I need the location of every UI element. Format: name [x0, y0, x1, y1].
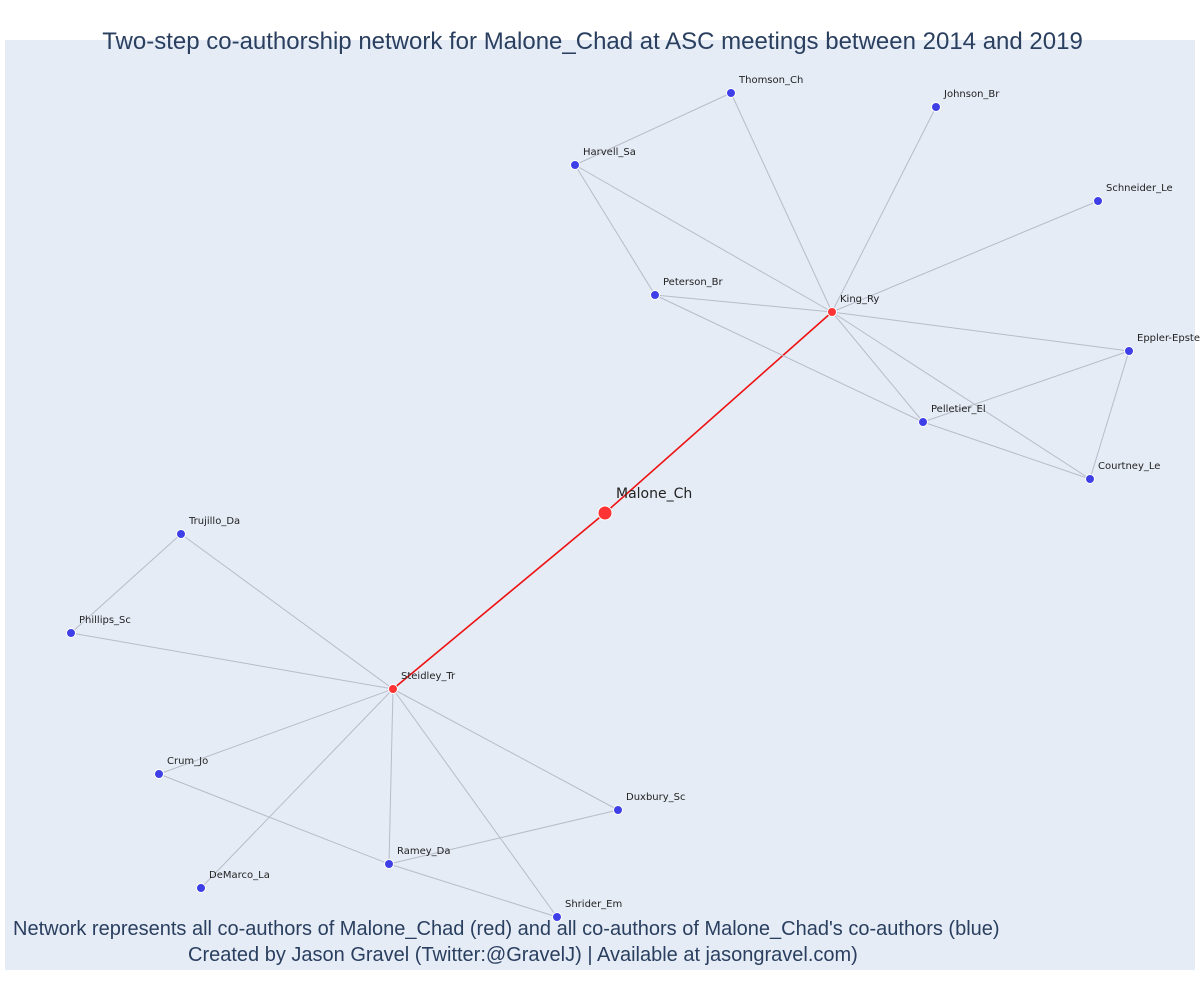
edge-Ramey_Da-Shrider_Em [388, 863, 558, 918]
node-label-Shrider_Em: Shrider_Em [565, 899, 622, 910]
edge-Phillips_Sc-Steidley_Tr [70, 632, 394, 690]
node-label-Courtney_Le: Courtney_Le [1098, 461, 1160, 472]
node-Phillips_Sc[interactable] [66, 628, 76, 638]
edge-Harvell_Sa-King_Ry [574, 164, 833, 313]
edge-Steidley_Tr-Ramey_Da [388, 688, 394, 865]
node-label-Duxbury_Sc: Duxbury_Sc [626, 792, 686, 803]
caption-description: Network represents all co-authors of Mal… [13, 918, 1000, 940]
node-label-Pelletier_El: Pelletier_El [931, 404, 986, 415]
node-label-Trujillo_Da: Trujillo_Da [188, 516, 240, 527]
node-Harvell_Sa[interactable] [570, 160, 580, 170]
edge-Pelletier_El-Courtney_Le [922, 421, 1091, 480]
node-Trujillo_Da[interactable] [176, 529, 186, 539]
edge-King_Ry-Pelletier_El [831, 311, 924, 423]
edge-Thomson_Ch-King_Ry [730, 92, 833, 313]
node-label-Thomson_Ch: Thomson_Ch [738, 75, 803, 86]
edge-Pelletier_El-Eppler-Epstein_Sa [922, 350, 1130, 423]
node-label-Crum_Jo: Crum_Jo [167, 756, 208, 767]
edge-Malone_Ch-King_Ry [604, 311, 833, 514]
node-label-Malone_Ch: Malone_Ch [616, 486, 692, 502]
edge-Eppler-Epstein_Sa-Courtney_Le [1089, 350, 1130, 480]
plot-area [5, 40, 1195, 970]
edge-Harvell_Sa-Thomson_Ch [574, 92, 732, 166]
node-DeMarco_La[interactable] [196, 883, 206, 893]
node-Duxbury_Sc[interactable] [613, 805, 623, 815]
node-label-Eppler-Epstein_Sa: Eppler-Epste [1137, 333, 1200, 344]
edge-Peterson_Br-King_Ry [654, 294, 833, 313]
edge-Ramey_Da-Duxbury_Sc [388, 809, 619, 865]
edge-Schneider_Le-King_Ry [831, 200, 1099, 313]
node-Pelletier_El[interactable] [918, 417, 928, 427]
edge-Crum_Jo-Ramey_Da [158, 773, 390, 865]
node-label-Phillips_Sc: Phillips_Sc [79, 615, 131, 626]
edge-Trujillo_Da-Steidley_Tr [180, 533, 394, 690]
node-Eppler-Epstein_Sa[interactable] [1124, 346, 1134, 356]
edge-Johnson_Br-King_Ry [831, 106, 937, 313]
edge-Malone_Ch-Steidley_Tr [392, 512, 606, 690]
node-Thomson_Ch[interactable] [726, 88, 736, 98]
edges-layer [70, 92, 1130, 918]
node-label-Peterson_Br: Peterson_Br [663, 277, 724, 288]
node-Johnson_Br[interactable] [931, 102, 941, 112]
edge-Peterson_Br-Pelletier_El [654, 294, 924, 423]
edge-Harvell_Sa-Peterson_Br [574, 164, 656, 296]
edge-King_Ry-Courtney_Le [831, 311, 1091, 480]
edge-Steidley_Tr-DeMarco_La [200, 688, 394, 889]
edge-Steidley_Tr-Duxbury_Sc [392, 688, 619, 811]
node-label-King_Ry: King_Ry [840, 294, 879, 305]
node-label-Harvell_Sa: Harvell_Sa [583, 147, 636, 158]
node-Peterson_Br[interactable] [650, 290, 660, 300]
node-label-Schneider_Le: Schneider_Le [1106, 183, 1173, 194]
node-label-DeMarco_La: DeMarco_La [209, 870, 270, 881]
node-Malone_Ch[interactable] [597, 505, 613, 521]
chart-title: Two-step co-authorship network for Malon… [102, 28, 1083, 55]
node-Courtney_Le[interactable] [1085, 474, 1095, 484]
node-Ramey_Da[interactable] [384, 859, 394, 869]
node-Shrider_Em[interactable] [552, 912, 562, 922]
node-King_Ry[interactable] [827, 307, 837, 317]
caption-credit: Created by Jason Gravel (Twitter:@Gravel… [188, 944, 858, 966]
node-label-Johnson_Br: Johnson_Br [943, 89, 1000, 100]
edge-King_Ry-Eppler-Epstein_Sa [831, 311, 1130, 352]
edge-Trujillo_Da-Phillips_Sc [70, 533, 182, 634]
node-label-Steidley_Tr: Steidley_Tr [401, 671, 456, 682]
edge-Steidley_Tr-Shrider_Em [392, 688, 558, 918]
node-Schneider_Le[interactable] [1093, 196, 1103, 206]
edge-Steidley_Tr-Crum_Jo [158, 688, 394, 775]
node-Steidley_Tr[interactable] [388, 684, 398, 694]
node-label-Ramey_Da: Ramey_Da [397, 846, 451, 857]
node-Crum_Jo[interactable] [154, 769, 164, 779]
nodes-layer [66, 88, 1134, 922]
